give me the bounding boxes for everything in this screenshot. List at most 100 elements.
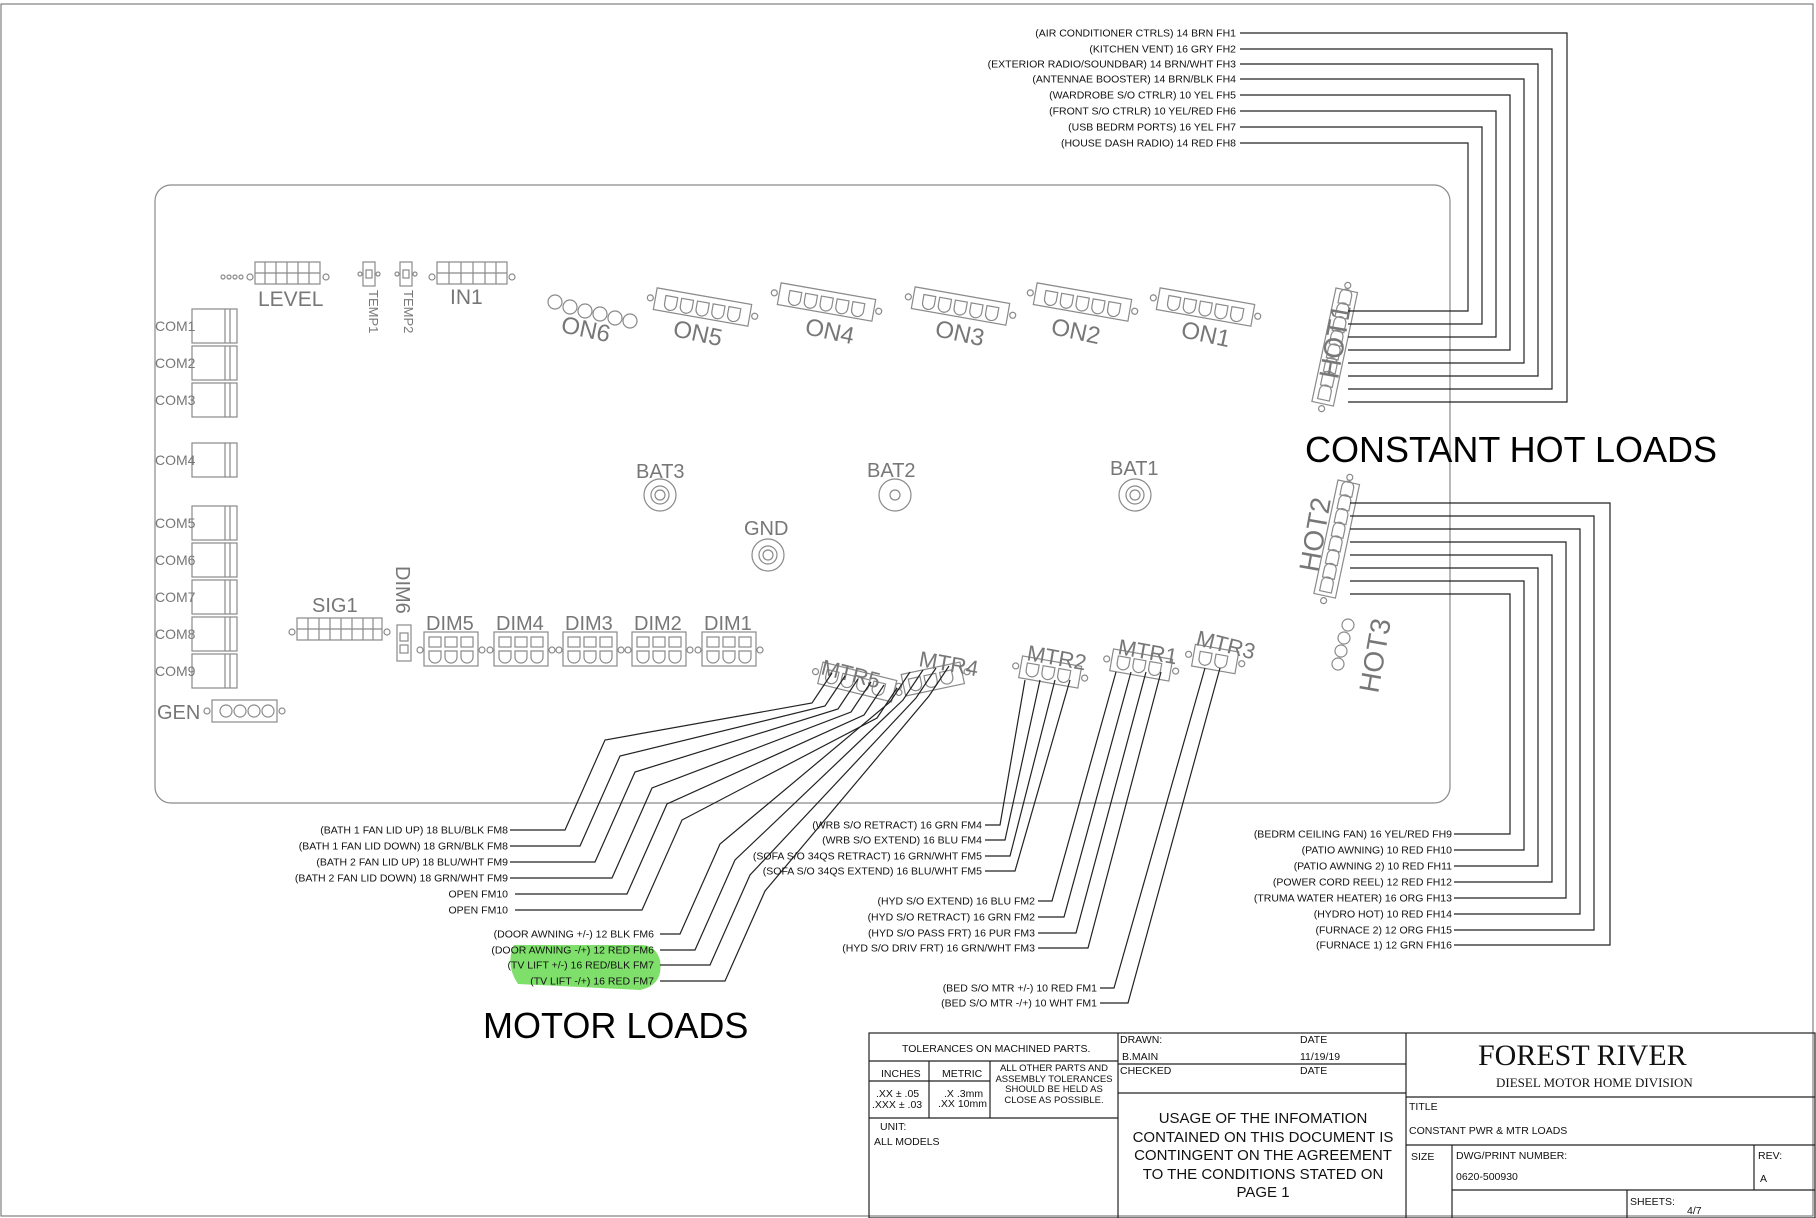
hot1-wire [1240, 32, 1568, 403]
mtr2-load-label: (SOFA S/O 34QS RETRACT) 16 GRN/WHT FM5 [753, 851, 982, 863]
hot2-connector [1313, 473, 1361, 605]
on1-connector [1149, 287, 1262, 327]
motor-wire [660, 665, 950, 982]
dim6-label: DIM6 [391, 566, 413, 614]
mtr1-label: MTR1 [1116, 634, 1179, 669]
mtr1-wire [1038, 671, 1132, 918]
usage-notice: USAGE OF THE INFOMATION CONTAINED ON THI… [1132, 1110, 1394, 1201]
motor-load-label: OPEN FM10 [448, 889, 508, 901]
drawn-label: DRAWN: [1120, 1034, 1162, 1046]
bat1-terminal [1118, 478, 1152, 512]
temp2-label: TEMP2 [401, 290, 416, 333]
in1-label: IN1 [450, 286, 483, 309]
motor-load-label: (BATH 1 FAN LID UP) 18 BLU/BLK FM8 [320, 825, 508, 837]
division-name: DIESEL MOTOR HOME DIVISION [1496, 1075, 1693, 1090]
size-label: SIZE [1411, 1151, 1434, 1163]
motor-wire [660, 667, 937, 966]
com-port-2 [191, 345, 238, 381]
bat2-terminal [878, 478, 912, 512]
hot1-wire [1240, 110, 1497, 338]
hot1-load-label: (FRONT S/O CTRLR) 10 YEL/RED FH6 [1049, 106, 1236, 118]
hot2-wire [1350, 502, 1611, 946]
dim3-connector [555, 631, 625, 667]
dim4-connector [486, 631, 556, 667]
mtr4-label: MTR4 [917, 646, 980, 681]
dim3-label: DIM3 [565, 613, 613, 635]
motor-wire [660, 671, 911, 935]
unit-value: ALL MODELS [874, 1136, 940, 1148]
mtr2-wire [985, 679, 1041, 841]
hot2-load-label: (PATIO AWNING) 10 RED FH10 [1302, 845, 1452, 857]
dwg-label: DWG/PRINT NUMBER: [1456, 1150, 1567, 1162]
hot1-wire [1240, 94, 1511, 351]
motor-wire [510, 681, 872, 879]
hot2-load-label: (FURNACE 2) 12 ORG FH15 [1315, 925, 1452, 937]
mtr2-load-label: (WRB S/O EXTEND) 16 BLU FM4 [822, 835, 982, 847]
hot2-wire [1350, 528, 1581, 915]
sig1-label: SIG1 [312, 595, 358, 617]
hot1-load-label: (ANTENNAE BOOSTER) 14 BRN/BLK FH4 [1032, 74, 1236, 86]
hot2-load-label: (BEDRM CEILING FAN) 16 YEL/RED FH9 [1254, 829, 1452, 841]
com-port-label: COM5 [155, 515, 196, 531]
motor-wire [515, 684, 885, 895]
mtr1-wire [1038, 671, 1117, 902]
hot3-connector [1331, 618, 1355, 671]
title-label: TITLE [1409, 1101, 1438, 1113]
tv-lift-highlight [510, 944, 661, 990]
hot2-load-label: (FURNACE 1) 12 GRN FH16 [1316, 940, 1452, 952]
board-outline [154, 184, 1451, 804]
rev-value: A [1760, 1173, 1767, 1185]
checked-label: CHECKED [1120, 1065, 1172, 1077]
date-label: DATE [1300, 1034, 1327, 1046]
hot2-wire [1350, 541, 1567, 899]
hot2-wire [1350, 567, 1539, 867]
mtr5-label: MTR5 [819, 655, 883, 694]
motor-load-label: (BATH 1 FAN LID DOWN) 18 GRN/BLK FM8 [299, 841, 508, 853]
on3-connector [904, 286, 1017, 326]
hot1-wire [1240, 142, 1469, 312]
hot1-wire [1240, 48, 1553, 390]
mtr2-label: MTR2 [1025, 640, 1088, 675]
motor-wire [510, 675, 846, 847]
tolerances-header: TOLERANCES ON MACHINED PARTS. [902, 1043, 1090, 1055]
mtr2-wire [985, 679, 1056, 857]
on5-connector [646, 287, 759, 327]
motor-load-label: (TV LIFT +/-) 16 RED/BLK FM7 [507, 960, 654, 972]
company-name: FOREST RIVER [1478, 1039, 1687, 1072]
dim2-label: DIM2 [634, 613, 682, 635]
mtr1-connector [1103, 648, 1180, 682]
motor-wire [510, 672, 833, 831]
page-frame [0, 3, 1814, 1217]
hot1-load-label: (USB BEDRM PORTS) 16 YEL FH7 [1068, 122, 1236, 134]
in1-connector [428, 261, 516, 285]
wires [510, 32, 1611, 1004]
mtr2-wire [985, 679, 1026, 826]
mtr3-wire [1100, 667, 1206, 989]
drawn-value: B.MAIN [1122, 1051, 1158, 1063]
hot1-load-label: (EXTERIOR RADIO/SOUNDBAR) 14 BRN/WHT FH3 [988, 59, 1236, 71]
title-block [868, 1032, 1816, 1218]
motor-loads-heading: MOTOR LOADS [483, 1005, 748, 1046]
mtr2-wire [985, 679, 1071, 872]
dwg-value: 0620-500930 [1456, 1171, 1518, 1183]
mtr3-wire [1100, 667, 1221, 1004]
wire-labels: (AIR CONDITIONER CTRLS) 14 BRN FH1(KITCH… [295, 28, 1452, 1010]
dim2-connector [624, 631, 694, 667]
motor-load-label: (BATH 2 FAN LID DOWN) 18 GRN/WHT FM9 [295, 873, 508, 885]
motor-wire [660, 669, 924, 951]
mtr3-load-label: (BED S/O MTR -/+) 10 WHT FM1 [941, 998, 1097, 1010]
hot1-wire [1240, 126, 1483, 325]
hot1-connector [1311, 281, 1359, 413]
motor-load-label: OPEN FM10 [448, 905, 508, 917]
com-port-label: COM8 [155, 626, 196, 642]
com-port-4 [191, 442, 238, 478]
mtr1-load-label: (HYD S/O DRIV FRT) 16 GRN/WHT FM3 [842, 943, 1035, 955]
on4-connector [770, 282, 883, 322]
mtr4-connector [894, 661, 971, 697]
level-connector [220, 261, 330, 285]
unit-label: UNIT: [880, 1121, 906, 1133]
hot3-label: HOT3 [1353, 616, 1396, 695]
com-port-label: COM1 [155, 318, 196, 334]
